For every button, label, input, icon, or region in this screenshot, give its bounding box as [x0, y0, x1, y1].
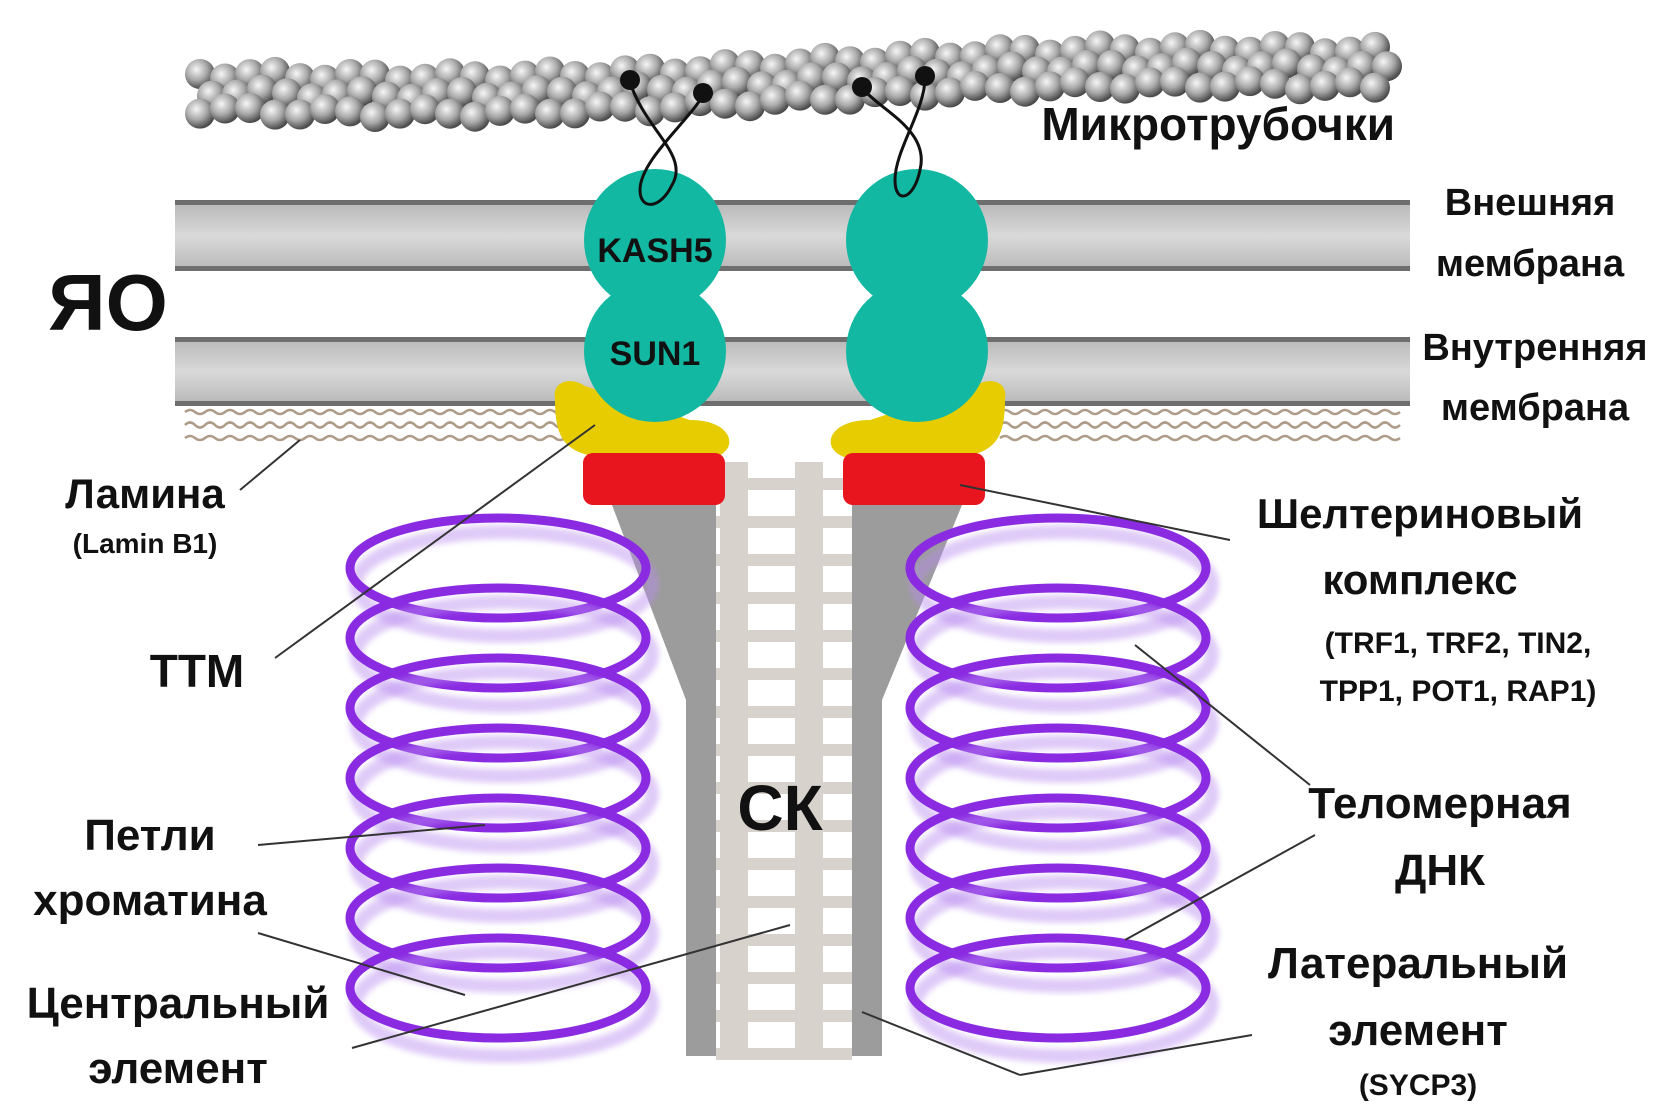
dynein-tether-right	[852, 66, 935, 198]
kash5-label: KASH5	[597, 232, 712, 270]
sun1-kash5-left	[584, 169, 726, 422]
lateral-element-label-line1: Латеральный	[1268, 939, 1568, 988]
telomeric-dna-label-line2: ДНК	[1395, 846, 1485, 895]
inner-membrane	[175, 337, 1410, 406]
shelterin-proteins-line1: (TRF1, TRF2, TIN2,	[1325, 627, 1592, 660]
chromatin-loops-right	[905, 513, 1219, 1063]
lateral-element-label-line2: элемент	[1328, 1006, 1508, 1055]
shelterin-label-line2: комплекс	[1322, 556, 1517, 603]
outer-membrane-label-line1: Внешняя	[1445, 182, 1616, 224]
sun1-label: SUN1	[610, 335, 701, 373]
shelterin-proteins-line2: TPP1, POT1, RAP1)	[1320, 675, 1597, 708]
leader-lines	[239, 424, 1316, 1076]
inner-membrane-label-line1: Внутренняя	[1422, 327, 1647, 369]
shelterin-left	[583, 453, 725, 505]
lamina-label: Ламина	[65, 470, 225, 517]
outer-membrane-label-line2: мембрана	[1436, 243, 1625, 285]
shelterin-label-line1: Шелтериновый	[1257, 490, 1583, 537]
lateral-element-right	[852, 505, 962, 1056]
microtubule-filament	[185, 29, 1402, 132]
central-element-label-line1: Центральный	[27, 979, 330, 1028]
lamina-sub-label: (Lamin B1)	[73, 528, 218, 559]
inner-membrane-label-line2: мембрана	[1441, 387, 1630, 429]
nuclear-envelope-label: ЯО	[48, 258, 168, 347]
sc-label: СК	[737, 772, 823, 844]
microtubules-label: Микротрубочки	[1041, 98, 1395, 150]
dynein-tether-left	[620, 70, 713, 206]
telomeric-dna-label-line1: Теломерная	[1308, 779, 1571, 828]
lateral-element-sub-label: (SYCP3)	[1359, 1069, 1477, 1102]
lamina-fibers	[184, 408, 1401, 442]
shelterin-right	[843, 453, 985, 505]
central-element	[716, 462, 852, 1060]
chromatin-loops-label-line2: хроматина	[33, 876, 267, 925]
ttm-label: ТТМ	[150, 645, 245, 697]
outer-membrane	[175, 200, 1410, 271]
lateral-element-left	[612, 505, 716, 1056]
sun1-kash5-right	[846, 169, 988, 422]
chromatin-loops-label-line1: Петли	[84, 811, 215, 860]
chromatin-loops-left	[345, 513, 659, 1063]
central-element-label-line2: элемент	[88, 1044, 268, 1093]
